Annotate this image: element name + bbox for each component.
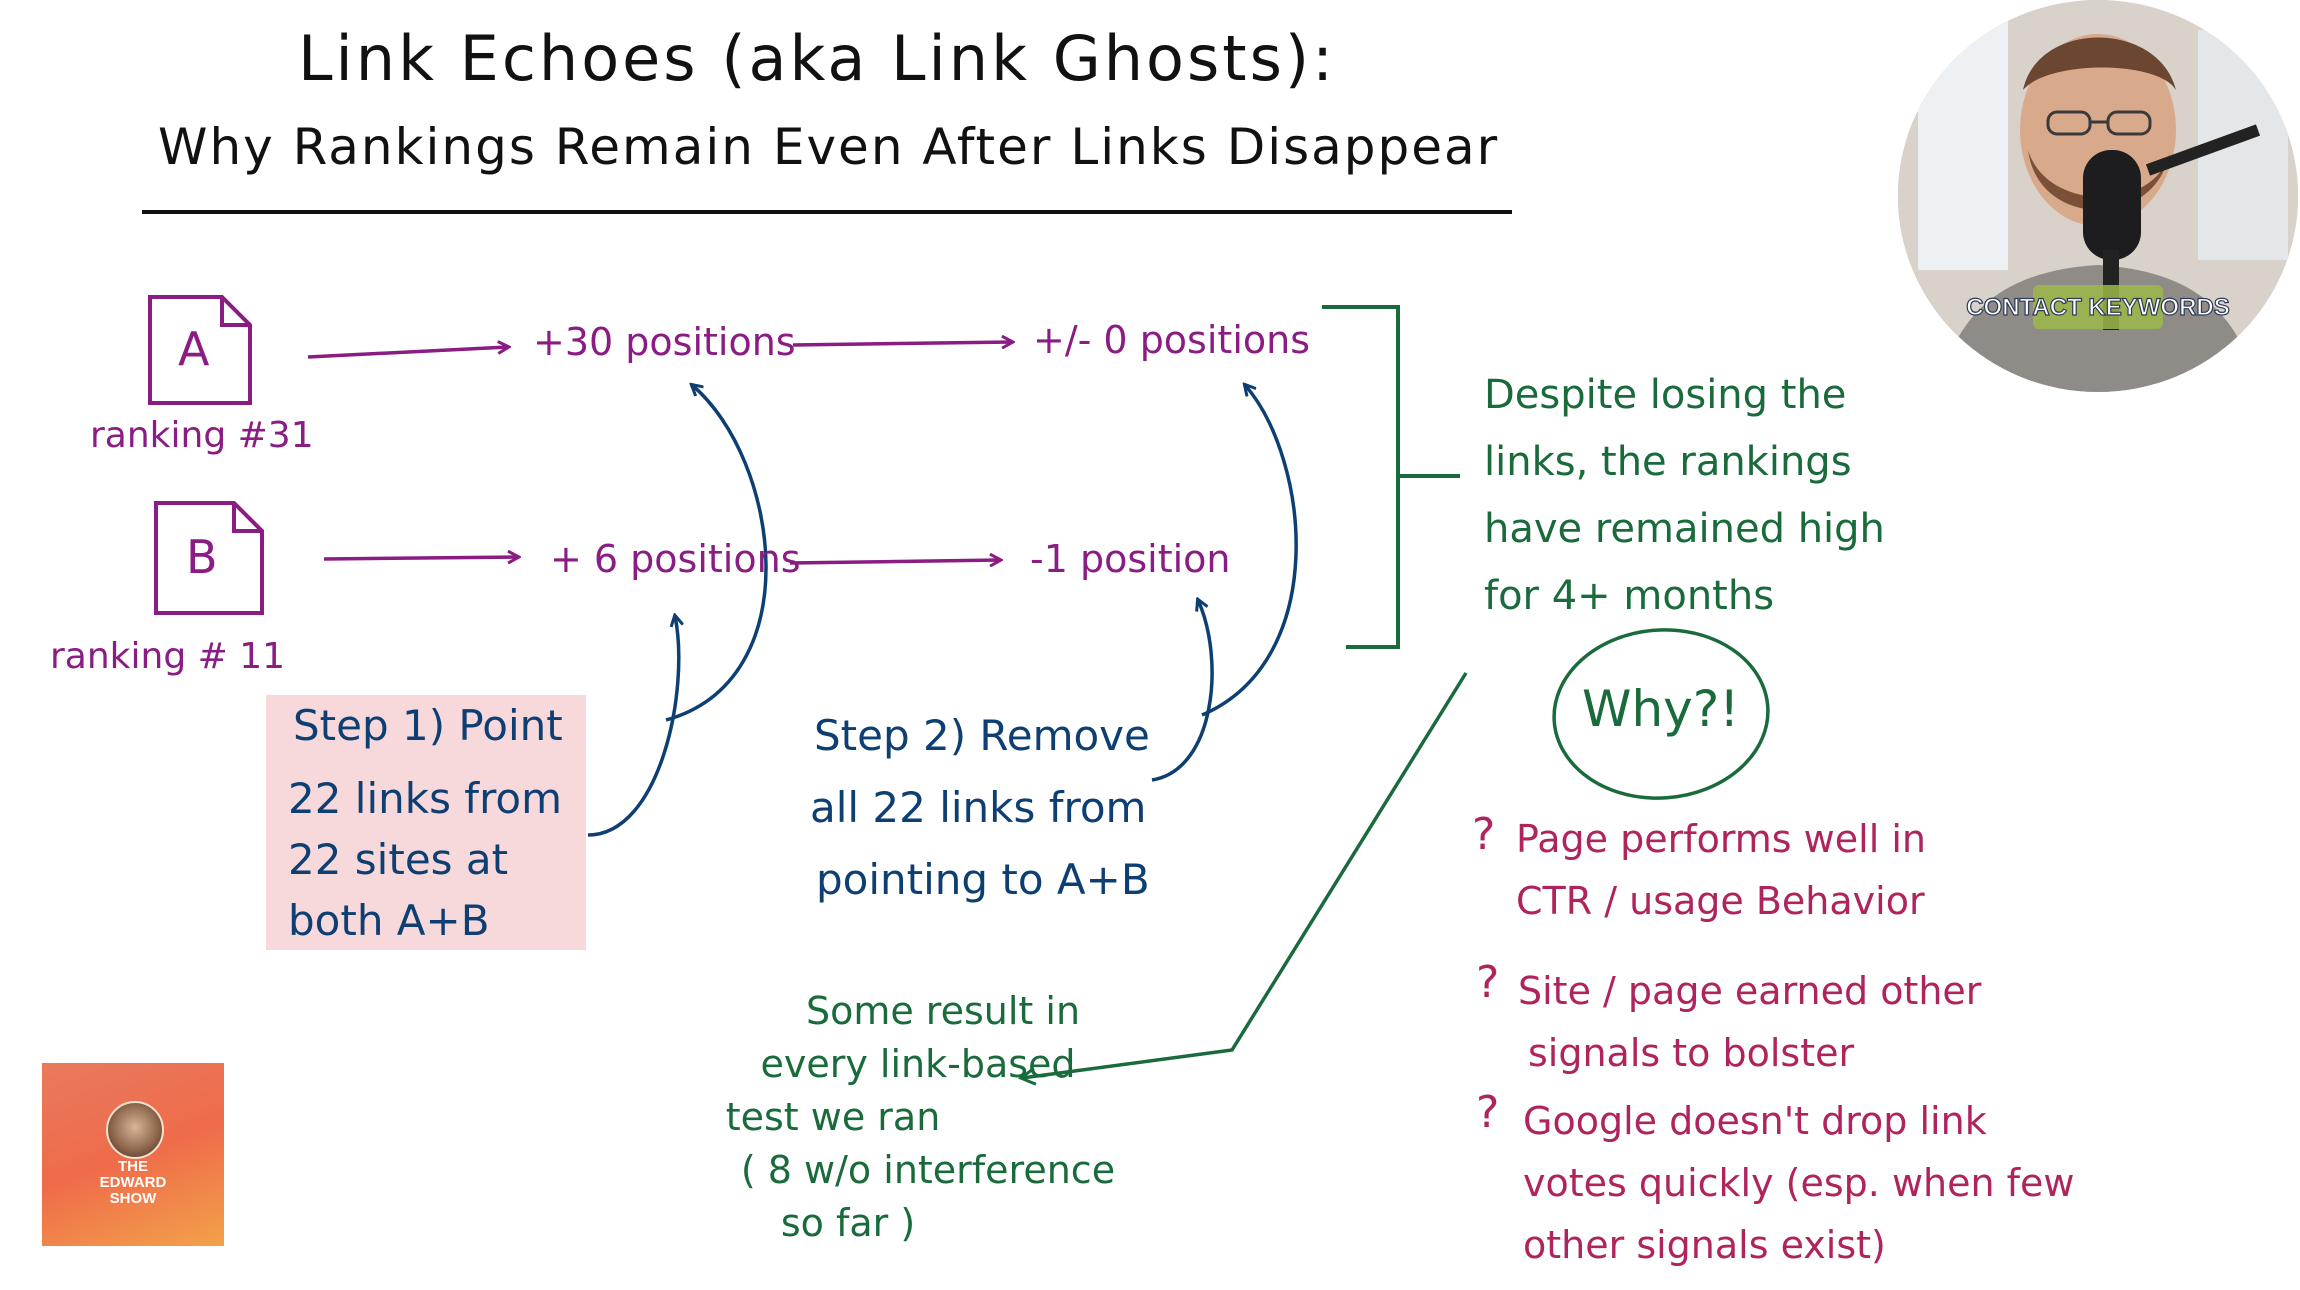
- shirt-text: CONTACT KEYWORDS: [1966, 294, 2230, 321]
- reason-1: ? Page performs well in CTR / usage Beha…: [1472, 808, 1926, 932]
- presenter-illustration: CONTACT KEYWORDS: [1898, 0, 2298, 392]
- reason-question-mark: ?: [1472, 809, 1496, 860]
- note-line: so far ): [780, 1201, 916, 1245]
- step1-arrow-to-a: [665, 385, 768, 722]
- step2-arrow-to-b: [1151, 600, 1214, 782]
- host-avatar: [106, 1101, 164, 1159]
- reason-line: Page performs well in: [1516, 817, 1926, 861]
- page-title: Link Echoes (aka Link Ghosts):: [298, 22, 1336, 95]
- reason-2: ? Site / page earned other signals to bo…: [1476, 957, 1982, 1084]
- result-line: Despite losing the: [1484, 372, 1847, 418]
- result-line: links, the rankings: [1484, 439, 1852, 485]
- page-subtitle: Why Rankings Remain Even After Links Dis…: [158, 118, 1500, 176]
- arrow-a-step1-to-step2: [792, 342, 1012, 345]
- result-to-note-arrow: [1022, 672, 1468, 1078]
- step2-text: Step 2) Remove all 22 links from pointin…: [810, 700, 1150, 916]
- why-circle: [1552, 628, 1770, 800]
- document-b-letter: B: [186, 530, 218, 584]
- step1-line: Step 1) Point: [293, 701, 563, 750]
- document-a-letter: A: [178, 322, 210, 376]
- reason-line: other signals exist): [1523, 1223, 1886, 1267]
- reason-line: votes quickly (esp. when few: [1523, 1161, 2075, 1205]
- result-bracket: [1322, 305, 1460, 649]
- page-b-step1-change: + 6 positions: [550, 537, 801, 581]
- result-line: for 4+ months: [1484, 573, 1775, 619]
- page-a-step1-change: +30 positions: [533, 320, 796, 364]
- reason-3: ? Google doesn't drop link votes quickly…: [1476, 1087, 2075, 1276]
- document-a-icon: [148, 295, 252, 405]
- ranking-b: ranking # 11: [50, 636, 286, 677]
- note-line: test we ran: [725, 1095, 941, 1139]
- step1-line: both A+B: [288, 896, 490, 945]
- step-arrows: [587, 385, 1298, 837]
- arrow-a-to-step1: [307, 347, 508, 359]
- ranking-a: ranking #31: [90, 415, 314, 456]
- presenter-webcam: CONTACT KEYWORDS: [1898, 0, 2298, 392]
- result-text: Despite losing the links, the rankings h…: [1484, 362, 1885, 630]
- position-arrows: [307, 342, 1012, 563]
- reason-question-mark: ?: [1476, 1087, 1500, 1138]
- note-line: every link-based: [760, 1042, 1076, 1086]
- step1-arrow-to-b: [587, 616, 679, 837]
- note-line: Some result in: [805, 989, 1081, 1033]
- step1-highlight-box: [266, 695, 586, 950]
- step1-line: 22 sites at: [288, 835, 509, 884]
- why-label: Why?!: [1582, 680, 1740, 738]
- reason-question-mark: ?: [1476, 957, 1500, 1008]
- page-b-step2-change: -1 position: [1030, 537, 1231, 581]
- reason-line: CTR / usage Behavior: [1516, 879, 1925, 923]
- step2-line: pointing to A+B: [816, 855, 1150, 904]
- result-line: have remained high: [1484, 506, 1885, 552]
- document-b-icon: [154, 501, 264, 615]
- step2-line: all 22 links from: [810, 783, 1147, 832]
- step2-line: Step 2) Remove: [814, 711, 1150, 760]
- note-line: ( 8 w/o interference: [740, 1148, 1116, 1192]
- reason-line: signals to bolster: [1528, 1031, 1855, 1075]
- reason-line: Google doesn't drop link: [1523, 1099, 1987, 1143]
- step1-text: Step 1) Point 22 links from 22 sites at …: [288, 695, 563, 951]
- step2-arrow-to-a: [1201, 385, 1298, 717]
- reason-line: Site / page earned other: [1518, 969, 1982, 1013]
- arrow-b-step1-to-step2: [789, 560, 1000, 563]
- logo-text: THE EDWARD SHOW: [99, 1158, 167, 1207]
- page-a-step2-change: +/- 0 positions: [1033, 318, 1311, 362]
- arrow-b-to-step1: [323, 557, 518, 559]
- edward-show-logo: THE EDWARD SHOW: [42, 1063, 224, 1246]
- result-note: Some result in every link-based test we …: [688, 985, 1158, 1250]
- step1-line: 22 links from: [288, 774, 563, 823]
